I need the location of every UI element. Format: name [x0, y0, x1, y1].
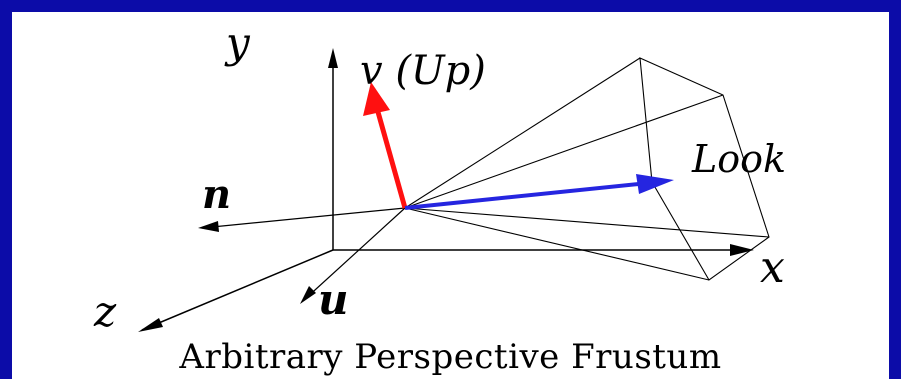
- look-vector: [404, 174, 674, 210]
- diagram-panel: y v (Up) Look n x z u Arbitrary Perspect…: [12, 12, 889, 379]
- n-axis: [201, 207, 406, 229]
- u-axis-label: u: [318, 275, 349, 324]
- u-axis: [303, 207, 406, 301]
- up-vector: [363, 82, 408, 209]
- diagram-caption: Arbitrary Perspective Frustum: [179, 337, 722, 377]
- n-axis-arrowhead: [198, 221, 219, 232]
- z-axis: [141, 249, 334, 331]
- frustum-edge-1: [404, 57, 641, 209]
- x-axis-label: x: [760, 242, 785, 293]
- n-axis-label: n: [202, 171, 231, 218]
- look-label: Look: [691, 137, 786, 181]
- z-axis-arrowhead: [138, 318, 163, 332]
- frustum-edge-4: [404, 207, 710, 281]
- frustum-edge-3: [404, 207, 770, 238]
- world-axes: [138, 48, 754, 332]
- camera-axes: [198, 207, 406, 304]
- x-axis-arrowhead: [730, 244, 754, 256]
- z-axis-label: z: [93, 287, 117, 336]
- frustum-edge-2: [404, 94, 724, 209]
- y-axis-arrowhead: [328, 48, 338, 68]
- frustum-far-face: [639, 57, 770, 281]
- y-axis-label: y: [224, 18, 251, 67]
- frustum-diagram: y v (Up) Look n x z u: [93, 18, 786, 336]
- v-up-label: v (Up): [360, 48, 486, 94]
- u-axis-arrowhead: [300, 286, 316, 304]
